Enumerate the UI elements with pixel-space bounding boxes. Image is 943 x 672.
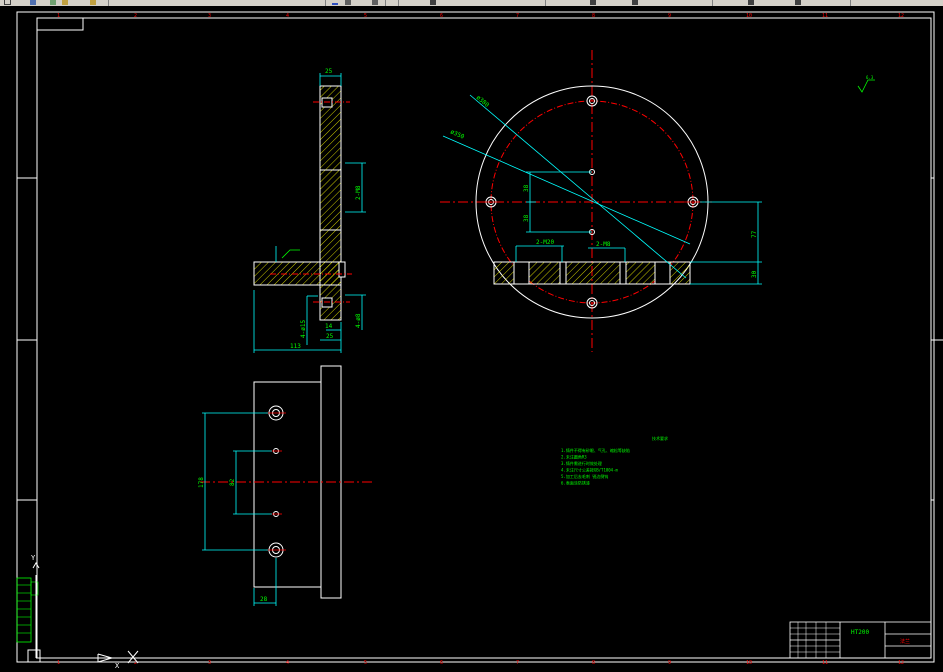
dim-4-d8: 4-ø8 <box>355 313 362 328</box>
dim-25-bottom: 25 <box>326 333 334 340</box>
layer-dropdown-icon[interactable] <box>632 0 638 5</box>
title-part-name: 法兰 <box>900 638 910 645</box>
undo-icon[interactable] <box>62 0 68 5</box>
ucs-y-label: Y <box>31 554 36 562</box>
color-icon[interactable] <box>590 0 596 5</box>
ucs-icon <box>27 562 139 664</box>
dim-2-m8-side: 2-M8 <box>355 185 362 200</box>
zone-label-top: 1 <box>57 13 60 19</box>
zone-label-bottom: 1 <box>57 660 60 666</box>
roughness-value: 6.3 <box>866 75 874 80</box>
zone-label-top: 5 <box>364 13 367 19</box>
print-icon[interactable] <box>50 0 56 5</box>
roughness-symbol: 6.3 <box>857 75 875 93</box>
zone-label-bottom: 4 <box>286 660 289 666</box>
zone-label-top: 4 <box>286 13 289 19</box>
zone-label-top: 10 <box>746 13 752 19</box>
dim-113: 113 <box>290 343 301 350</box>
zone-label-bottom: 6 <box>440 660 443 666</box>
note-line: 2.未注圆角R3 <box>561 454 587 460</box>
dim-77: 77 <box>751 230 758 238</box>
zone-label-top: 2 <box>134 13 137 19</box>
dim-38-upper: 38 <box>523 184 530 192</box>
dim-2-m8-front: 2-M8 <box>596 241 611 248</box>
dim-28: 28 <box>260 596 268 603</box>
note-line: 1.铸件不得有砂眼、气孔、缩松等缺陷 <box>561 447 630 453</box>
zone-label-bottom: 2 <box>134 660 137 666</box>
zone-label-bottom: 3 <box>208 660 211 666</box>
layer-icon[interactable] <box>430 0 436 5</box>
title-block <box>789 621 932 659</box>
zone-label-bottom: 7 <box>516 660 519 666</box>
dim-4-d15: 4-ø15 <box>300 320 307 338</box>
linetype-icon[interactable] <box>748 0 754 5</box>
drawing-frame <box>16 11 935 663</box>
note-line: 3.铸件需进行时效处理 <box>561 460 602 466</box>
zone-label-top: 11 <box>822 13 828 19</box>
dim-14: 14 <box>325 323 333 330</box>
dim-82: 82 <box>229 478 236 486</box>
dim-178: 178 <box>198 477 205 488</box>
dim-2-m20: 2-M20 <box>536 239 554 246</box>
zone-label-top: 9 <box>668 13 671 19</box>
zone-label-bottom: 10 <box>746 660 752 666</box>
zone-label-bottom: 8 <box>592 660 595 666</box>
plan-view-dimensions <box>202 412 277 606</box>
zone-label-top: 8 <box>592 13 595 19</box>
zone-label-bottom: 9 <box>668 660 671 666</box>
title-material: HT200 <box>851 629 869 636</box>
dim-38-lower: 38 <box>523 214 530 222</box>
zone-label-top: 3 <box>208 13 211 19</box>
zone-label-bottom: 12 <box>898 660 904 666</box>
note-line: 5.加工后去毛刺 锐边倒钝 <box>561 473 608 479</box>
note-line: 6.表面涂防锈漆 <box>561 480 590 486</box>
left-tool-strip[interactable] <box>16 577 39 643</box>
lineweight-icon[interactable] <box>795 0 801 5</box>
dim-top-width: 25 <box>325 68 333 75</box>
zone-label-bottom: 5 <box>364 660 367 666</box>
zone-label-top: 7 <box>516 13 519 19</box>
plan-view-dim-text: 178 82 28 <box>198 477 268 603</box>
margin-ticks <box>17 177 943 501</box>
pan-icon[interactable] <box>372 0 378 5</box>
side-view-dimensions <box>253 73 366 353</box>
notes-heading: 技术要求 <box>652 435 668 441</box>
save-icon[interactable] <box>30 0 36 5</box>
front-view-dimensions <box>442 94 762 285</box>
side-view-dim-text: 25 2-M8 4-ø8 4-ø15 14 25 113 <box>290 68 362 350</box>
snap-x-icon[interactable] <box>332 0 338 5</box>
open-icon[interactable] <box>4 0 11 5</box>
zoom-icon[interactable] <box>345 0 351 5</box>
zone-label-bottom: 11 <box>822 660 828 666</box>
zone-label-top: 12 <box>898 13 904 19</box>
side-section-view <box>253 85 352 321</box>
plan-view <box>200 365 372 599</box>
dim-30: 30 <box>751 270 758 278</box>
zone-label-top: 6 <box>440 13 443 19</box>
redo-icon[interactable] <box>90 0 96 5</box>
ucs-x-label: X <box>115 662 120 670</box>
note-line: 4.未注尺寸公差按GB/T1804-m <box>561 467 618 473</box>
